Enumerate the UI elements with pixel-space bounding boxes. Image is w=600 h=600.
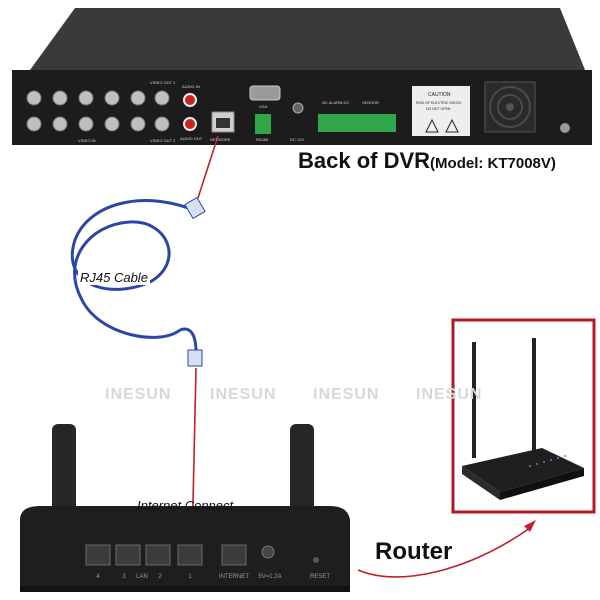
router-port-label: 3 — [122, 574, 126, 580]
rj45-cable-coil — [71, 199, 199, 353]
bnc-connector — [130, 90, 146, 106]
dvr-caption-model: (Model: KT7008V) — [430, 155, 556, 172]
label-video-out-1: VIDEO OUT 1 — [150, 80, 176, 85]
watermark: INESUN — [416, 386, 483, 403]
bnc-connector — [154, 90, 170, 106]
caution-label — [412, 86, 470, 136]
bnc-connector — [78, 90, 94, 106]
router-port-label: RESET — [310, 574, 330, 580]
label-network: NETWORK — [210, 137, 231, 142]
label-audio-in: AUDIO IN — [182, 84, 200, 89]
router-port-label: 2 — [158, 574, 162, 580]
inset-antenna-left — [472, 342, 476, 458]
audio-in-jack — [183, 93, 197, 107]
router-power-jack — [261, 545, 275, 559]
router-ports — [85, 544, 247, 566]
dvr-to-cable-line — [197, 135, 219, 199]
bnc-connector — [78, 116, 94, 132]
label-audio-out: AUDIO OUT — [180, 136, 203, 141]
router-port — [221, 544, 247, 566]
dvr-top-surface — [30, 8, 585, 70]
dvr-vga-port — [249, 85, 281, 101]
dvr-bnc-connectors — [26, 90, 170, 132]
caution-title: CAUTION — [428, 92, 451, 98]
watermark: INESUN — [210, 386, 277, 403]
label-alarm: NC ALARM DC — [322, 100, 349, 105]
cable-plug-top — [184, 196, 206, 220]
router-port-label: 1 — [188, 574, 192, 580]
router-caption: Router — [375, 538, 453, 565]
bnc-connector — [104, 116, 120, 132]
cable-caption: RJ45 Cable — [78, 270, 150, 285]
dvr-panel-labels: VIDEO OUT 1 VIDEO OUT 2 VIDEO IN AUDIO I… — [78, 80, 462, 143]
router-arrow-head — [524, 520, 536, 532]
bnc-connector — [52, 90, 68, 106]
inset-antenna-right — [532, 338, 536, 456]
dvr-ground-screw — [560, 123, 570, 133]
router-antenna-left — [52, 424, 76, 524]
router-reset-hole — [313, 557, 319, 563]
dvr-caption: Back of DVR(Model: KT7008V) — [298, 148, 556, 174]
dvr-sensor-terminal-block — [318, 114, 396, 132]
dvr-caption-main: Back of DVR — [298, 148, 431, 173]
label-vga: VGA — [259, 104, 268, 109]
caution-line1: RISK OF ELECTRIC SHOCK — [416, 101, 462, 105]
internet-connect-caption: Internet Connect — [137, 498, 234, 513]
inset-router-body — [462, 448, 584, 492]
router-port-label: INTERNET — [219, 574, 249, 580]
bnc-connector — [52, 116, 68, 132]
router-port — [177, 544, 203, 566]
label-sensor: SENSOR — [362, 100, 379, 105]
audio-out-jack — [183, 117, 197, 131]
label-dc12v: DC 12V — [290, 137, 304, 142]
label-rs485: RS485 — [256, 137, 269, 142]
bnc-connector — [26, 116, 42, 132]
bnc-connector — [130, 116, 146, 132]
router-port — [115, 544, 141, 566]
bnc-connector — [154, 116, 170, 132]
watermark: INESUN — [105, 386, 172, 403]
router-arrow — [357, 527, 531, 578]
bnc-connector — [26, 90, 42, 106]
caution-line2: DO NOT OPEN — [426, 107, 451, 111]
router-antenna-right — [290, 424, 314, 524]
router-port-label: 4 — [96, 574, 100, 580]
watermark: INESUN — [313, 386, 380, 403]
router-port — [145, 544, 171, 566]
dvr-dc-jack — [292, 102, 304, 114]
bnc-connector — [104, 90, 120, 106]
router-port-label: 5V=1.2A — [258, 574, 281, 580]
router-port — [85, 544, 111, 566]
router-port-label: LAN — [136, 574, 148, 580]
router-port-labels: 4 3 LAN 2 1 INTERNET 5V=1.2A RESET — [96, 574, 330, 580]
cable-plug-bottom — [187, 349, 203, 367]
label-video-out-2: VIDEO OUT 2 — [150, 138, 176, 143]
dvr-rs485-terminal — [255, 114, 271, 134]
label-video-in: VIDEO IN — [78, 138, 96, 143]
